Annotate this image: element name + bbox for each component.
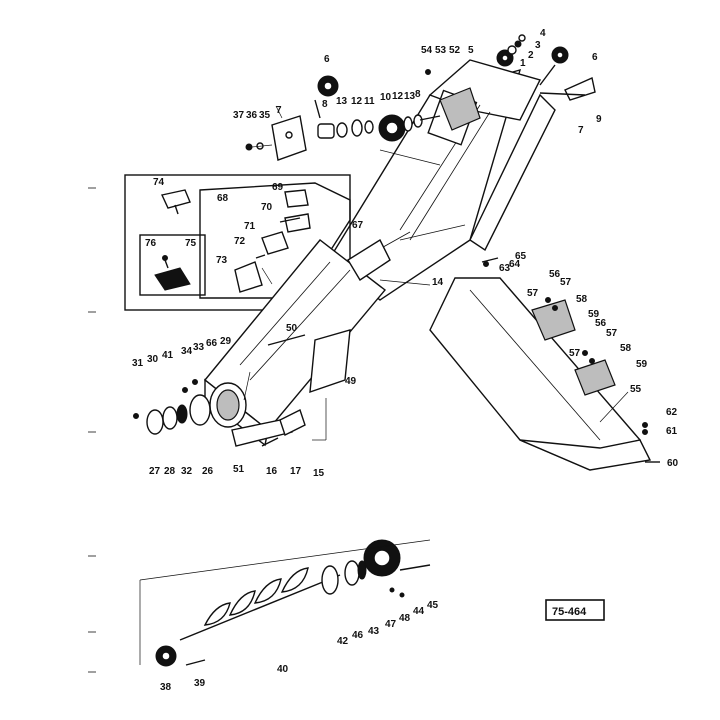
callout-58a: 58 [576, 294, 588, 305]
callout-36: 36 [246, 110, 258, 121]
callout-12b: 12 [392, 91, 404, 102]
callout-26: 26 [202, 466, 214, 477]
callout-72: 72 [234, 236, 246, 247]
callout-13a: 13 [336, 96, 348, 107]
callout-57c: 57 [606, 328, 618, 339]
callout-71: 71 [244, 221, 256, 232]
callout-66: 66 [206, 338, 218, 349]
callout-7b: 7 [578, 125, 584, 136]
callout-53: 53 [435, 45, 447, 56]
callout-49: 49 [345, 376, 357, 387]
callout-48: 48 [399, 613, 411, 624]
callout-16: 16 [266, 466, 278, 477]
drawing-code-box: 75-464 [545, 599, 605, 621]
leader-lines [243, 105, 629, 441]
bracket-plate [245, 115, 307, 161]
callout-57d: 57 [569, 348, 581, 359]
callout-76: 76 [145, 238, 157, 249]
callout-29: 29 [220, 336, 232, 347]
bolts-63-65 [481, 257, 499, 267]
callout-14: 14 [432, 277, 444, 288]
callout-32: 32 [181, 466, 193, 477]
lower-elevator-housing [204, 238, 391, 447]
callout-67: 67 [352, 220, 364, 231]
callout-30: 30 [147, 354, 159, 365]
top-right-hardware [425, 34, 596, 101]
callout-60: 60 [667, 458, 679, 469]
callout-43: 43 [368, 626, 380, 637]
callout-45: 45 [427, 600, 439, 611]
callout-8b: 8 [415, 89, 421, 100]
top-drive-shaft [314, 75, 441, 142]
left-bearing-stack [133, 379, 211, 435]
callout-57a: 57 [560, 277, 572, 288]
callout-50: 50 [286, 323, 298, 334]
callout-61: 61 [666, 426, 678, 437]
margin-marks [88, 187, 96, 673]
drawing-code: 75-464 [552, 606, 587, 618]
callout-75: 75 [185, 238, 197, 249]
callout-labels: 4 3 2 1 6 6 54 53 52 5 9 7 7 37 36 35 8 … [132, 28, 679, 693]
callout-41: 41 [162, 350, 174, 361]
callout-5: 5 [468, 45, 474, 56]
callout-70: 70 [261, 202, 273, 213]
callout-74: 74 [153, 177, 165, 188]
callout-15: 15 [313, 468, 325, 479]
callout-6b: 6 [592, 52, 598, 63]
callout-38: 38 [160, 682, 172, 693]
callout-52: 52 [449, 45, 461, 56]
callout-2: 2 [528, 50, 534, 61]
callout-40: 40 [277, 664, 289, 675]
callout-54: 54 [421, 45, 433, 56]
callout-59a: 59 [588, 309, 600, 320]
callout-35: 35 [259, 110, 271, 121]
callout-73: 73 [216, 255, 228, 266]
callout-9: 9 [596, 114, 602, 125]
callout-68: 68 [217, 193, 229, 204]
callout-62: 62 [666, 407, 678, 418]
callout-31: 31 [132, 358, 144, 369]
callout-1: 1 [520, 58, 526, 69]
callout-27: 27 [149, 466, 161, 477]
callout-65: 65 [515, 251, 527, 262]
callout-69: 69 [272, 182, 284, 193]
callout-42: 42 [337, 636, 349, 647]
callout-4: 4 [540, 28, 546, 39]
callout-63: 63 [499, 263, 511, 274]
callout-46: 46 [352, 630, 364, 641]
callout-47: 47 [385, 619, 397, 630]
callout-55: 55 [630, 384, 642, 395]
callout-59b: 59 [636, 359, 648, 370]
callout-39: 39 [194, 678, 206, 689]
callout-33: 33 [193, 342, 205, 353]
auger-assembly [139, 539, 431, 667]
callout-44: 44 [413, 606, 425, 617]
callout-12a: 12 [351, 96, 363, 107]
callout-28: 28 [164, 466, 176, 477]
callout-51: 51 [233, 464, 245, 475]
callout-11: 11 [364, 96, 375, 107]
callout-10: 10 [380, 92, 392, 103]
callout-64: 64 [509, 259, 521, 270]
callout-17: 17 [290, 466, 302, 477]
inset-kit-box [124, 174, 351, 311]
callout-6a: 6 [324, 54, 330, 65]
callout-56a: 56 [549, 269, 561, 280]
callout-34: 34 [181, 346, 193, 357]
callout-8a: 8 [322, 99, 328, 110]
callout-13b: 13 [404, 91, 416, 102]
callout-58b: 58 [620, 343, 632, 354]
callout-57b: 57 [527, 288, 539, 299]
callout-7a: 7 [276, 105, 282, 116]
discharge-spout [429, 277, 660, 471]
callout-56b: 56 [595, 318, 607, 329]
callout-3: 3 [535, 40, 541, 51]
callout-37: 37 [233, 110, 245, 121]
